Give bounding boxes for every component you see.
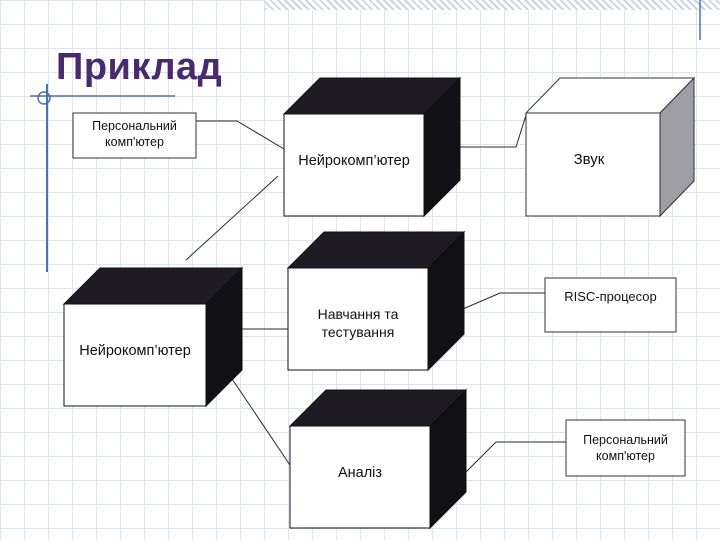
label-sound: Звук (573, 151, 605, 168)
box-pc-bottom (565, 419, 686, 477)
connector-neuro-diagonal (185, 175, 279, 261)
box-neuro-left (62, 266, 244, 408)
label-risc: RISC-процесор (564, 289, 657, 304)
box-analysis (288, 388, 468, 530)
box-sound (524, 76, 696, 218)
label-pc-top: Персональний комп'ютер (92, 119, 177, 149)
label-training: Навчання та тестування (317, 306, 399, 340)
box-pc-top (72, 112, 197, 159)
box-training (286, 230, 466, 372)
box-neuro-top (282, 76, 462, 218)
connector-training-risc (455, 292, 545, 313)
label-neuro-top: Нейрокомп’ютер (298, 153, 410, 169)
connector-analysis-pc (451, 441, 566, 487)
connector-pc-neuro (196, 120, 285, 150)
label-pc-bottom: Персональний комп'ютер (583, 433, 668, 463)
box-risc (544, 277, 677, 333)
connector-neuro-sound (440, 111, 528, 148)
label-neuro-left: Нейрокомп’ютер (79, 343, 191, 359)
slide-title: Приклад (56, 46, 223, 88)
connector-neuro-analysis (221, 363, 293, 469)
accent-circle (37, 91, 51, 105)
top-decor-band (265, 0, 720, 10)
label-analysis: Аналіз (337, 465, 383, 481)
